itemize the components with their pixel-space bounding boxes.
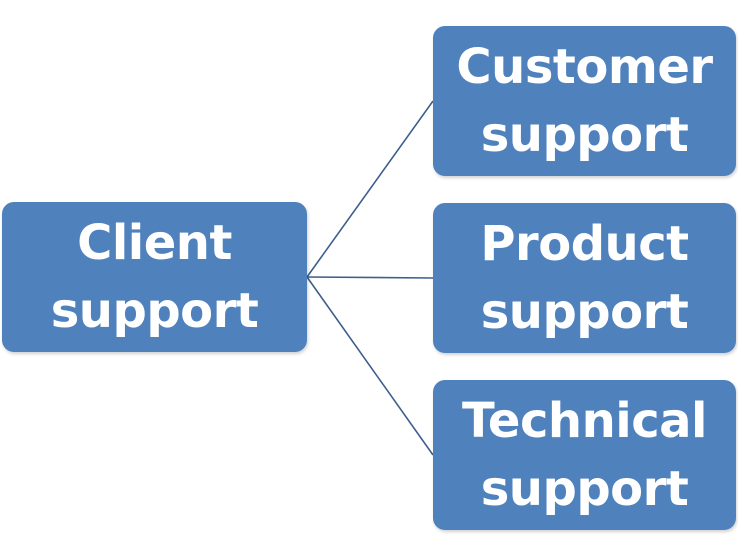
customer-support-label: Customer support <box>456 39 713 163</box>
product-support-box: Product support <box>433 203 736 353</box>
client-support-label: Client support <box>50 215 259 339</box>
product-support-label: Product support <box>480 216 689 340</box>
connector-to-customer-support <box>306 100 434 278</box>
customer-support-box: Customer support <box>433 26 736 176</box>
client-support-box: Client support <box>2 202 307 352</box>
technical-support-label: Technical support <box>462 393 707 517</box>
technical-support-box: Technical support <box>433 380 736 530</box>
connector-to-technical-support <box>306 276 434 456</box>
connector-to-product-support <box>306 276 434 279</box>
